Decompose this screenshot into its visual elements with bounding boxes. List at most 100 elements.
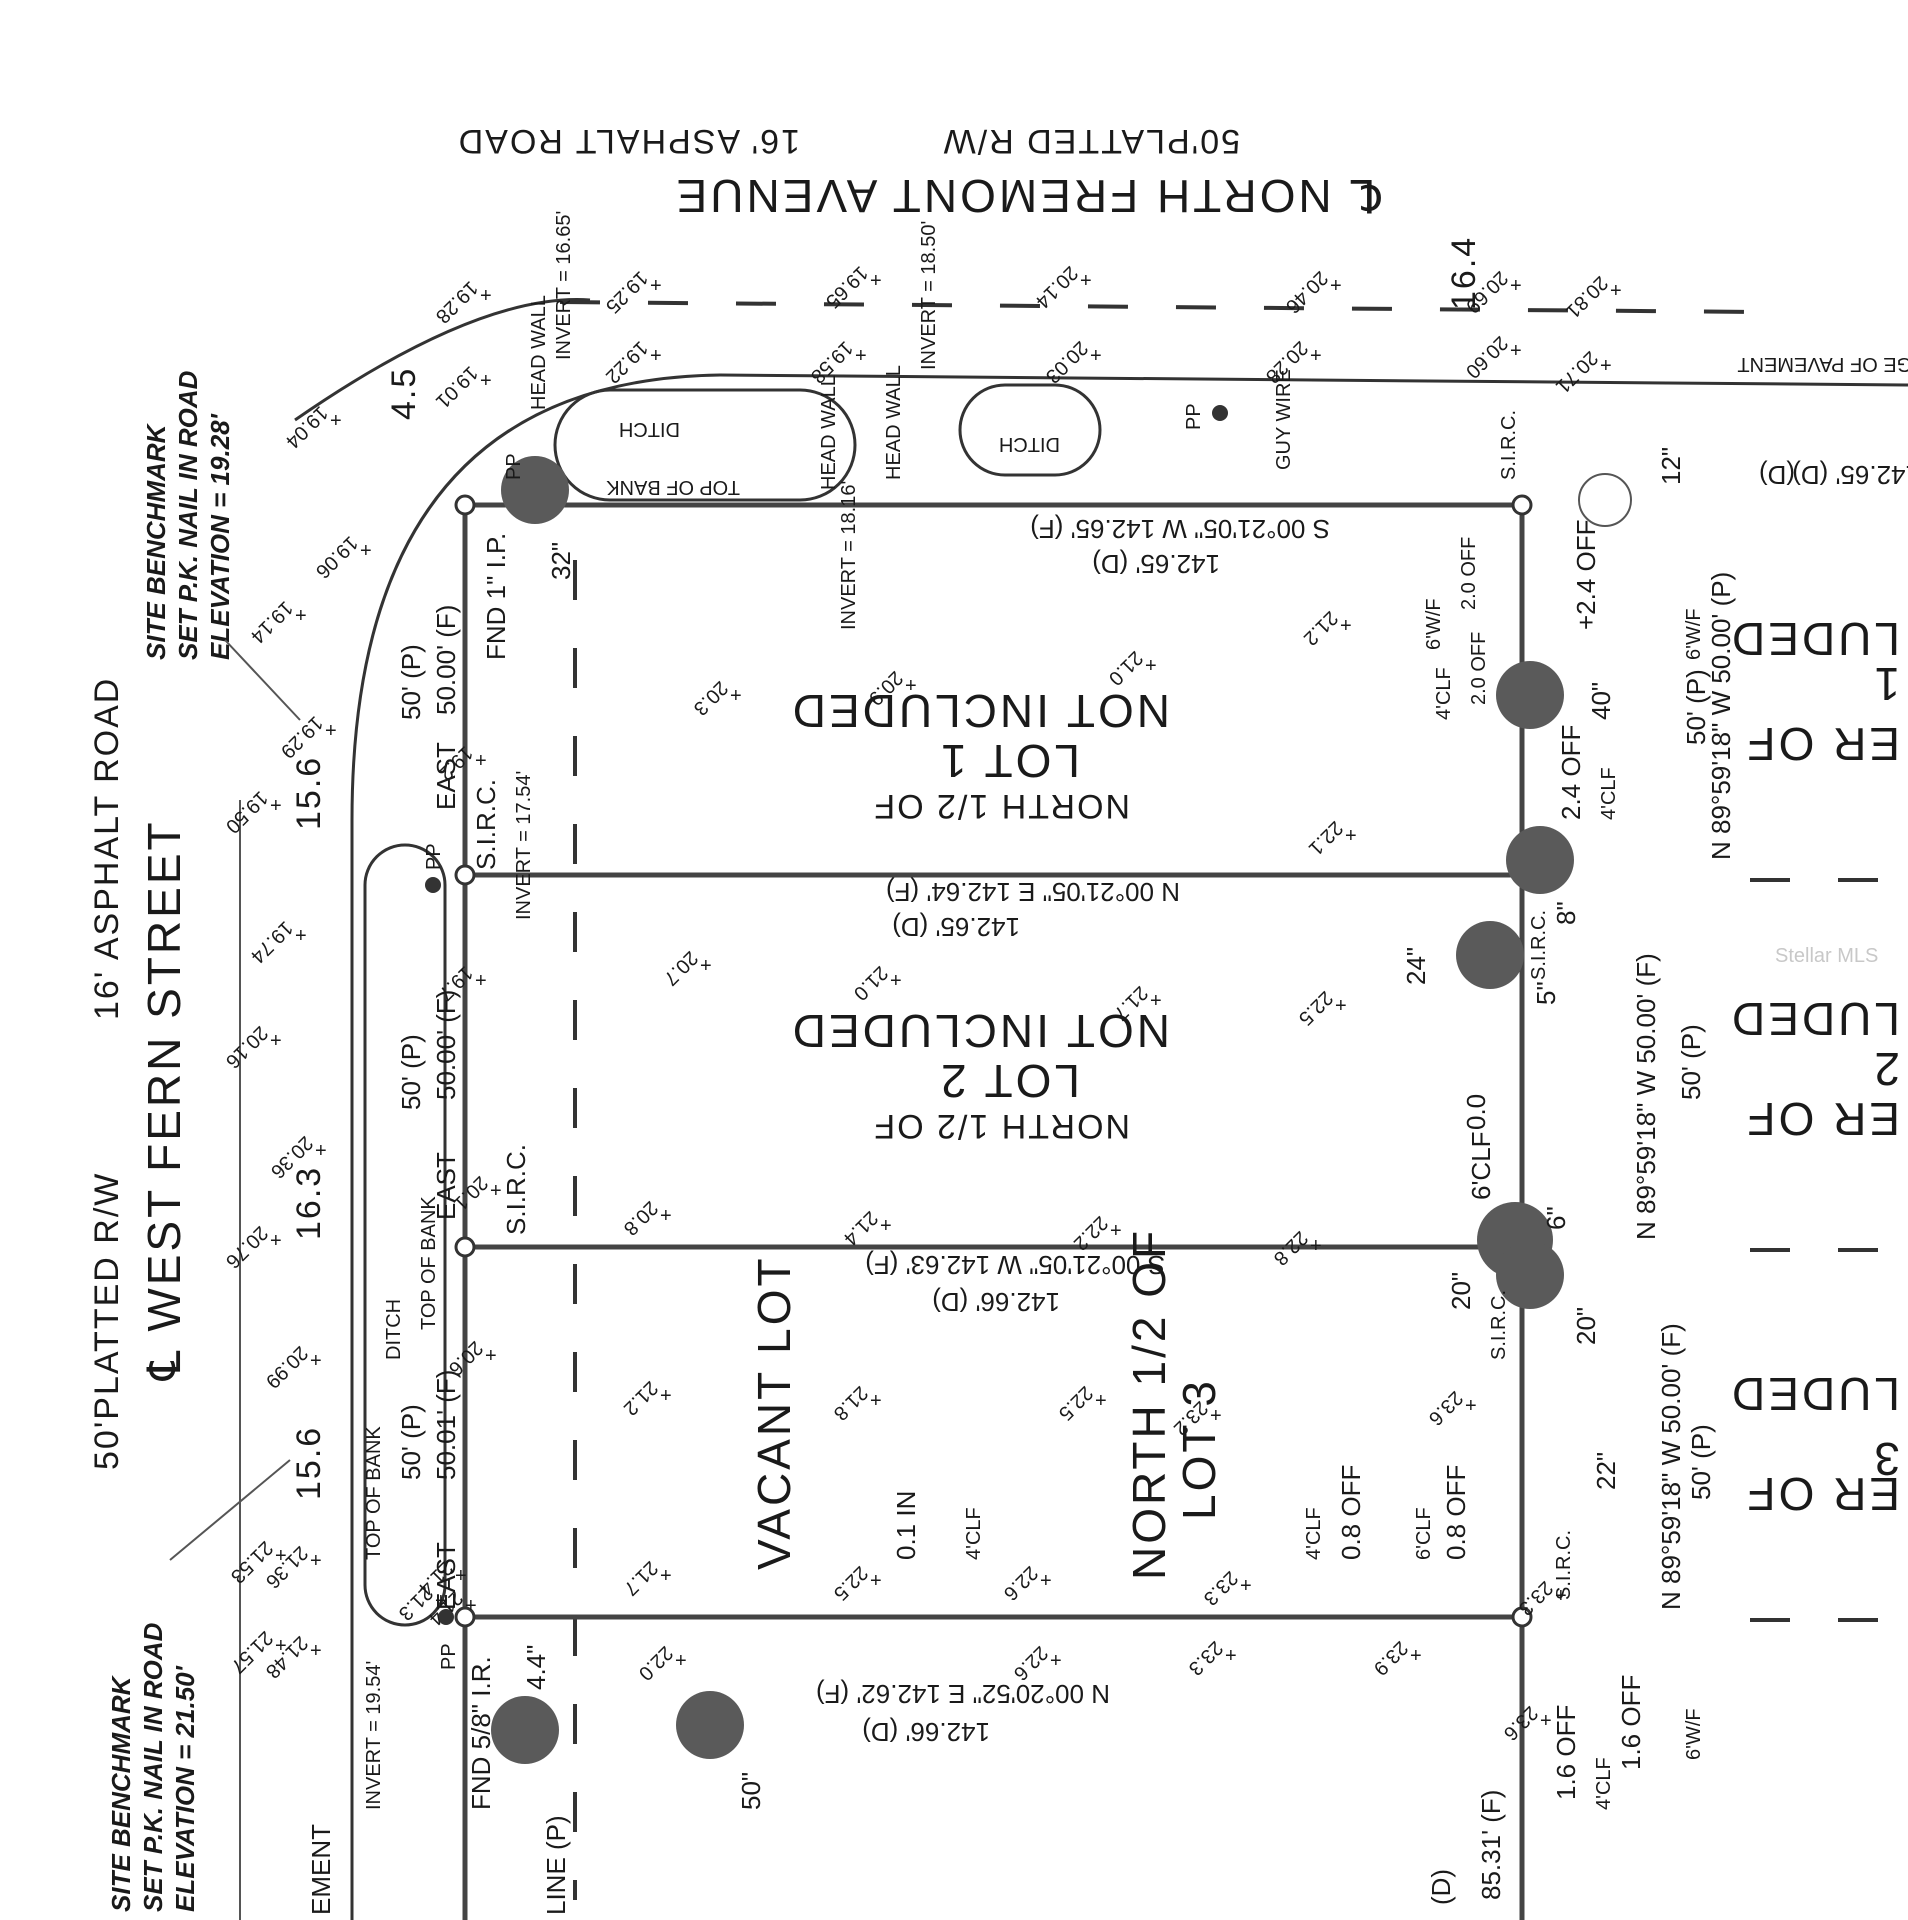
east-label-4: LUDED [1729,993,1900,1045]
elevation-cross: + [1610,280,1622,302]
top-bank-west-1: TOP OF BANK [418,1196,440,1330]
elevation-cross: + [1050,1650,1062,1672]
elevation-label: 22.5 [829,1561,872,1604]
elevation-cross: + [1540,1710,1552,1732]
west-dim-1f: 50.00' (F) [431,605,461,715]
elevation-cross: + [1410,1645,1422,1667]
east-label-1: ER OF [1744,718,1900,770]
fence-9b: 4'CLF [1593,1757,1615,1810]
elevation-label: 20.8 [619,1196,662,1239]
tree-icon [1506,826,1574,894]
elevation-cross: + [660,1385,672,1407]
top-bank-west-2: TOP OF BANK [363,1426,385,1560]
tree-size-2: 40" [1586,682,1616,720]
bearing-6p: 50' (P) [1676,1024,1706,1100]
elevation-label: 20.3 [689,676,732,719]
elevation-label: 22.5 [1294,986,1337,1029]
tree-size-6: 22" [1591,1452,1621,1490]
tree-size-8: 50" [736,1772,766,1810]
invert-3: INVERT = 18.16' [838,481,860,630]
fence-5: 6'CLF [1466,1131,1496,1200]
invert-4: INVERT = 17.54' [513,771,535,920]
fence-4: +2.4 OFF [1571,519,1601,630]
elevation-cross: + [480,285,492,307]
fence-2: 4'CLF [1433,667,1455,720]
road-dim-5: 4.5 [385,367,423,420]
benchmark-2-elevation: ELEVATION = 21.50' [170,1665,200,1912]
elevation-cross: + [1310,1235,1322,1257]
elevation-label: 21.0 [1104,646,1147,689]
elevation-cross: + [890,970,902,992]
edge-of-pavement-line [350,373,1908,1920]
tree-size-3: 24" [1401,947,1431,985]
top-of-bank-label: TOP OF BANK [606,476,740,498]
elevation-cross: + [1090,345,1102,367]
elevation-cross: + [490,1180,502,1202]
pin-label-5: S.I.R.C. [1498,410,1520,480]
elevation-label: 22.8 [1269,1226,1312,1269]
elevation-label: 19.01 [431,361,482,412]
elevation-label: 19.06 [311,531,362,582]
pin-label-2: S.I.R.C. [471,779,501,870]
elevation-label: 21.4 [839,1206,882,1249]
elevation-label: 19.50 [221,786,272,837]
tree-size-4: 20" [1446,1272,1476,1310]
pin-marker [1511,1606,1533,1628]
elevation-cross: + [315,1140,327,1162]
elevation-cross: + [1310,345,1322,367]
elevation-label: 23.9 [1369,1636,1412,1679]
elevation-cross: + [870,270,882,292]
north-ditch-outline-1 [553,388,857,502]
elevation-cross: + [1080,270,1092,292]
benchmark-1-detail: SET P.K. NAIL IN ROAD [173,370,203,660]
tree-size-9: 12" [1656,447,1686,485]
lot2-line1: NORTH 1/2 OF [872,1107,1130,1145]
avenue-row-label: 50'PLATTED R/W [942,122,1240,160]
benchmark-2-leader [169,1459,291,1561]
bearing-5: N 89°59'18" W 50.00' (P) [1706,572,1736,860]
elevation-label: 19.04 [281,401,332,452]
elevation-cross: + [275,1635,287,1657]
east-label-9: 1 [1871,658,1900,710]
pin-marker [454,1606,476,1628]
bearing-3: S 00°21'05" W 142.63' (F) [865,1250,1165,1280]
tree-icon [1456,921,1524,989]
elevation-cross: + [675,1650,687,1672]
road-dim-1: 15.6 [290,756,328,830]
benchmark-2-title: SITE BENCHMARK [106,1674,136,1912]
fence-3: 2.4 OFF [1556,725,1586,820]
fence-1o: 2.0 OFF [1458,537,1480,610]
bearing-8p: 50' (P) [1681,669,1711,745]
pp-label-4: PP [503,453,525,480]
elevation-cross: + [1150,990,1162,1012]
elevation-label: 23.3 [1184,1636,1227,1679]
elevation-cross: + [360,540,372,562]
elevation-label: 20.03 [1041,336,1092,387]
elevation-cross: + [270,795,282,817]
elevation-label: 21.8 [829,1381,872,1424]
ditch-label-1: DITCH [619,418,680,440]
bearing-9d: (D) [1426,1869,1456,1905]
elevation-label: 21.2 [1299,606,1342,649]
elevation-cross: + [1330,275,1342,297]
elevation-label: 19.74 [246,916,297,967]
elevation-label: 20.99 [261,1341,312,1392]
elevation-label: 21.7 [619,1556,662,1599]
elevation-cross: + [435,1590,447,1612]
power-pole-icon [425,877,441,893]
bearing-2d: 142.65' (D) [892,912,1020,942]
elevation-label: 20.60 [1461,331,1512,382]
east-label-5: ER OF [1744,1468,1900,1520]
elevation-label: 20.71 [1551,346,1602,397]
west-east-1: EAST [431,742,461,810]
elevation-cross: + [310,1550,322,1572]
elevation-label: 22.5 [1054,1381,1097,1424]
fence-2o: 2.0 OFF [1468,632,1490,705]
elevation-cross: + [650,275,662,297]
elevation-cross: + [1210,1405,1222,1427]
line-p-label: LINE (P) [541,1815,571,1915]
lot3-line3: VACANT LOT [748,1255,800,1570]
pin-label-6: S.I.R.C. [1528,910,1550,980]
elevation-label: 21.2 [619,1376,662,1419]
elevation-cross: + [1600,355,1612,377]
